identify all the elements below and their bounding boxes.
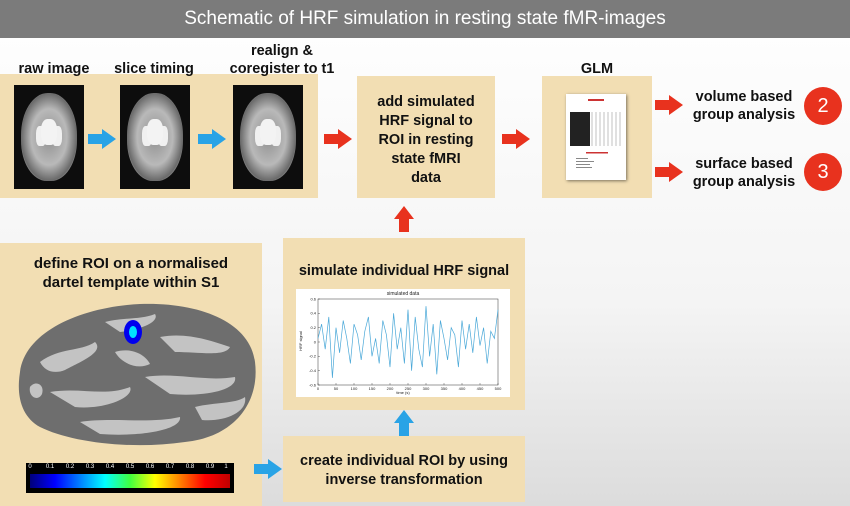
- colorbar-tick: 0.8: [185, 464, 195, 470]
- y-tick-label: 0.6: [310, 296, 316, 301]
- add-signal-line4: state fMRI: [391, 151, 461, 167]
- x-tick-label: 350: [441, 386, 448, 391]
- blue-arrow-icon: [254, 459, 282, 479]
- x-tick-label: 50: [334, 386, 339, 391]
- volume-analysis-line1: volume based: [695, 89, 793, 105]
- add-signal-line2: HRF signal to: [379, 113, 473, 129]
- red-arrow-icon: [502, 129, 530, 149]
- hrf-chart-svg: simulated data time (s) HRF signal 0 50 10…: [298, 291, 502, 395]
- realigned-brain: [233, 85, 303, 189]
- blue-up-arrow-icon: [394, 410, 414, 436]
- x-axis-label: time (s): [396, 390, 410, 395]
- surface-analysis-label: surface based group analysis: [688, 155, 800, 191]
- define-roi-line1: define ROI on a normalised: [33, 255, 229, 272]
- x-tick-label: 0: [317, 386, 320, 391]
- colorbar-ticks: 0 0.1 0.2 0.3 0.4 0.5 0.6 0.7 0.8 0.9 1: [28, 464, 230, 474]
- define-roi-line2: dartel template within S1: [42, 274, 220, 291]
- raw-image-label: raw image: [18, 61, 90, 77]
- glm-label: GLM: [580, 61, 614, 77]
- colorbar-tick: 0.7: [165, 464, 175, 470]
- red-arrow-icon: [655, 162, 683, 182]
- volume-step-badge: 2: [804, 87, 842, 125]
- y-tick-label: -0.6: [309, 382, 317, 387]
- y-tick-label: 0: [314, 339, 317, 344]
- y-tick-label: 0.4: [310, 311, 316, 316]
- raw-image-brain: [14, 85, 84, 189]
- create-roi-panel: [283, 436, 525, 502]
- glm-report-thumbnail: [566, 94, 626, 180]
- x-tick-label: 300: [423, 386, 430, 391]
- realign-label-line1: realign &: [250, 43, 314, 59]
- colorbar-tick: 0.6: [145, 464, 155, 470]
- add-signal-box: [357, 76, 495, 198]
- colorbar-tick: 0.4: [105, 464, 115, 470]
- add-signal-line1: add simulated: [377, 94, 475, 110]
- diagram-title: Schematic of HRF simulation in resting s…: [184, 8, 666, 29]
- y-tick-label: -0.2: [309, 354, 317, 359]
- colorbar: 0 0.1 0.2 0.3 0.4 0.5 0.6 0.7 0.8 0.9 1: [26, 463, 234, 493]
- slice-timing-label: slice timing: [114, 61, 194, 77]
- colorbar-tick: 0.3: [85, 464, 95, 470]
- simulate-hrf-label: simulate individual HRF signal: [298, 263, 510, 279]
- y-tick-label: -0.4: [309, 368, 317, 373]
- volume-analysis-line2: group analysis: [692, 107, 796, 123]
- hrf-series-line: [317, 306, 499, 378]
- colorbar-tick: 0.9: [205, 464, 215, 470]
- glm-report-graphic: [570, 99, 621, 168]
- volume-analysis-label: volume based group analysis: [688, 88, 800, 124]
- x-tick-label: 400: [459, 386, 466, 391]
- create-roi-label: create individual ROI by using inverse t…: [283, 452, 525, 490]
- surface-analysis-line1: surface based: [695, 156, 793, 172]
- create-roi-line1: create individual ROI by using: [300, 453, 508, 469]
- y-axis-label: HRF signal: [298, 331, 303, 351]
- x-tick-label: 500: [495, 386, 502, 391]
- colorbar-tick: 0.1: [45, 464, 55, 470]
- chart-title: simulated data: [387, 291, 420, 297]
- red-arrow-icon: [655, 95, 683, 115]
- create-roi-line2: inverse transformation: [325, 472, 483, 488]
- surface-step-badge: 3: [804, 153, 842, 191]
- hrf-plot: simulated data time (s) HRF signal 0 50 10…: [296, 289, 510, 397]
- realign-label-line2: coregister to t1: [229, 61, 335, 77]
- add-signal-label: add simulated HRF signal to ROI in resti…: [357, 93, 495, 188]
- colorbar-tick: 0.5: [125, 464, 135, 470]
- x-tick-label: 200: [387, 386, 394, 391]
- colorbar-gradient: [30, 474, 230, 488]
- surface-analysis-line2: group analysis: [692, 174, 796, 190]
- colorbar-tick: 0.2: [65, 464, 75, 470]
- blue-arrow-icon: [88, 129, 116, 149]
- y-tick-label: 0.2: [310, 325, 316, 330]
- slice-timing-brain: [120, 85, 190, 189]
- colorbar-tick: 0: [28, 464, 32, 470]
- define-roi-label: define ROI on a normalised dartel templa…: [0, 254, 262, 292]
- add-signal-line3: ROI in resting: [378, 132, 474, 148]
- realign-label: realign & coregister to t1: [212, 42, 352, 78]
- x-tick-label: 100: [351, 386, 358, 391]
- blue-arrow-icon: [198, 129, 226, 149]
- inflated-cortex-image: [18, 303, 256, 446]
- colorbar-tick: 1: [224, 464, 228, 470]
- x-tick-label: 250: [405, 386, 412, 391]
- red-arrow-icon: [324, 129, 352, 149]
- red-up-arrow-icon: [394, 206, 414, 232]
- title-bar: Schematic of HRF simulation in resting s…: [0, 0, 850, 38]
- add-signal-line5: data: [411, 170, 441, 186]
- x-tick-label: 450: [477, 386, 484, 391]
- x-tick-label: 150: [369, 386, 376, 391]
